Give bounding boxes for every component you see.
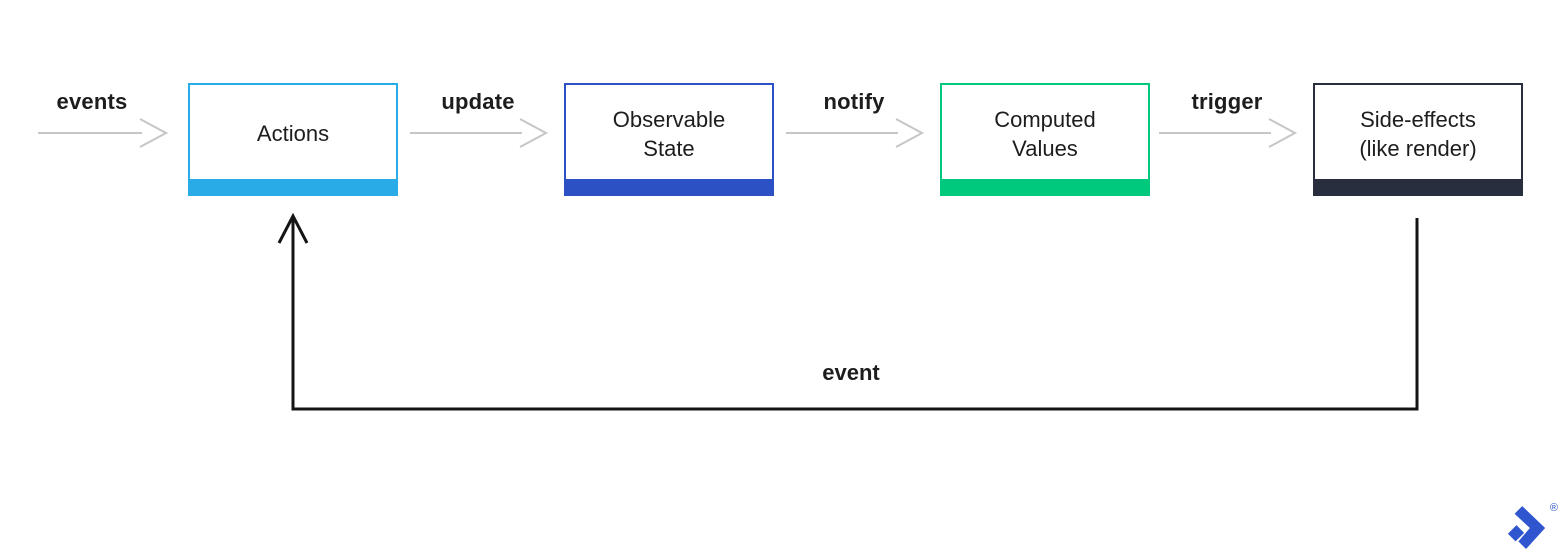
feedback-loop-label: event (822, 360, 880, 385)
node-computed-values-label: Computed Values (994, 106, 1096, 161)
flow-label-events: events (56, 89, 128, 114)
node-computed-values: Computed Values (940, 83, 1150, 196)
node-side-effects-accent-bar (1315, 179, 1521, 194)
flow-label-update: update (441, 89, 515, 114)
node-actions-label: Actions (256, 121, 330, 146)
registered-trademark-symbol: ® (1549, 502, 1558, 514)
node-actions-accent-bar (190, 179, 396, 194)
node-observable-state-label: Observable State (612, 106, 726, 161)
node-side-effects: Side-effects (like render) (1313, 83, 1523, 196)
toptal-logo: ® (1506, 502, 1558, 552)
flow-label-trigger: trigger (1191, 89, 1263, 114)
arrow-right-icon (1159, 118, 1298, 148)
flow-label-notify: notify (823, 89, 885, 114)
arrow-right-icon (410, 118, 549, 148)
node-actions: Actions (188, 83, 398, 196)
arrow-right-icon (38, 118, 169, 148)
toptal-logo-icon (1507, 506, 1546, 550)
node-computed-values-accent-bar (942, 179, 1148, 194)
node-observable-state: Observable State (564, 83, 774, 196)
node-side-effects-label: Side-effects (like render) (1359, 106, 1477, 161)
arrow-right-icon (786, 118, 925, 148)
node-observable-state-accent-bar (566, 179, 772, 194)
